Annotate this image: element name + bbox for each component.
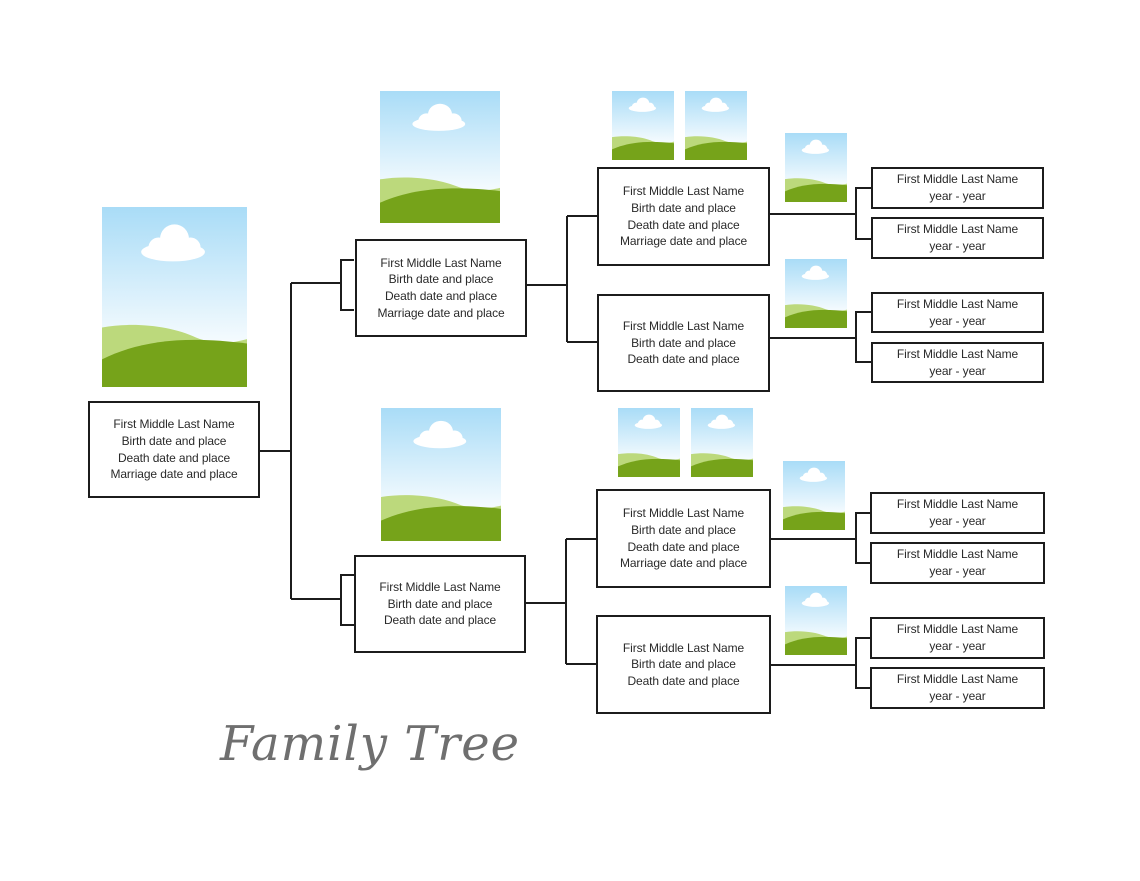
great-grandparent-years: year - year (929, 564, 986, 578)
photo-placeholder-parent-1[interactable] (380, 91, 500, 223)
great-grandparent-name: First Middle Last Name (896, 622, 1019, 636)
great-grandparent-card-3[interactable]: First Middle Last Name year - year (871, 292, 1044, 333)
grandparent-birth: Birth date and place (631, 335, 736, 350)
landscape-photo-placeholder-icon (685, 91, 747, 160)
grandparent-card-1[interactable]: First Middle Last Name Birth date and pl… (597, 167, 770, 266)
grandparent-birth: Birth date and place (631, 522, 736, 537)
photo-placeholder-person[interactable] (102, 207, 247, 387)
person-name: First Middle Last Name (113, 417, 235, 432)
great-grandparent-card-2[interactable]: First Middle Last Name year - year (871, 217, 1044, 259)
landscape-photo-placeholder-icon (785, 259, 847, 328)
landscape-photo-placeholder-icon (785, 586, 847, 655)
grandparent-card-4[interactable]: First Middle Last Name Birth date and pl… (596, 615, 771, 714)
photo-placeholder-ggp-pair-4[interactable] (785, 586, 847, 655)
grandparent-death: Death date and place (627, 352, 740, 367)
great-grandparent-name: First Middle Last Name (896, 547, 1019, 561)
person-card[interactable]: First Middle Last Name Birth date and pl… (88, 401, 260, 498)
grandparent-death: Death date and place (627, 217, 740, 232)
great-grandparent-years: year - year (929, 689, 986, 703)
great-grandparent-years: year - year (929, 639, 986, 653)
landscape-photo-placeholder-icon (618, 408, 680, 477)
great-grandparent-name: First Middle Last Name (896, 497, 1019, 511)
landscape-photo-placeholder-icon (691, 408, 753, 477)
great-grandparent-name: First Middle Last Name (896, 172, 1019, 186)
great-grandparent-card-5[interactable]: First Middle Last Name year - year (870, 492, 1045, 534)
photo-placeholder-grandparent-1[interactable] (612, 91, 674, 160)
parent-birth: Birth date and place (387, 596, 493, 611)
photo-placeholder-ggp-pair-2[interactable] (785, 259, 847, 328)
grandparent-birth: Birth date and place (631, 657, 736, 672)
landscape-photo-placeholder-icon (380, 91, 500, 223)
person-birth: Birth date and place (121, 433, 227, 448)
photo-placeholder-parent-2[interactable] (381, 408, 501, 541)
parent-name: First Middle Last Name (379, 580, 501, 595)
grandparent-name: First Middle Last Name (622, 319, 745, 334)
grandparent-card-3[interactable]: First Middle Last Name Birth date and pl… (596, 489, 771, 588)
landscape-photo-placeholder-icon (381, 408, 501, 541)
grandparent-marriage: Marriage date and place (619, 556, 748, 571)
great-grandparent-name: First Middle Last Name (896, 296, 1019, 311)
photo-placeholder-grandparent-3-spouse[interactable] (691, 408, 753, 477)
great-grandparent-years: year - year (929, 363, 986, 378)
landscape-photo-placeholder-icon (783, 461, 845, 530)
parent-death: Death date and place (383, 613, 497, 628)
great-grandparent-card-7[interactable]: First Middle Last Name year - year (870, 617, 1045, 659)
parent-birth: Birth date and place (388, 272, 494, 287)
parent-death: Death date and place (384, 289, 498, 303)
great-grandparent-card-1[interactable]: First Middle Last Name year - year (871, 167, 1044, 209)
grandparent-name: First Middle Last Name (622, 184, 745, 199)
grandparent-card-2[interactable]: First Middle Last Name Birth date and pl… (597, 294, 770, 392)
grandparent-death: Death date and place (627, 539, 740, 554)
person-marriage: Marriage date and place (110, 467, 238, 482)
grandparent-marriage: Marriage date and place (619, 234, 748, 249)
family-tree-title: Family Tree (220, 716, 521, 772)
great-grandparent-years: year - year (929, 514, 986, 528)
parent-marriage: Marriage date and place (377, 305, 505, 320)
person-death: Death date and place (117, 450, 231, 465)
great-grandparent-card-6[interactable]: First Middle Last Name year - year (870, 542, 1045, 584)
great-grandparent-card-8[interactable]: First Middle Last Name year - year (870, 667, 1045, 709)
great-grandparent-years: year - year (929, 239, 986, 253)
landscape-photo-placeholder-icon (102, 207, 247, 387)
parent-card-1[interactable]: First Middle Last Name Birth date and pl… (355, 239, 527, 337)
photo-placeholder-grandparent-1-spouse[interactable] (685, 91, 747, 160)
landscape-photo-placeholder-icon (785, 133, 847, 202)
great-grandparent-name: First Middle Last Name (896, 222, 1019, 236)
landscape-photo-placeholder-icon (612, 91, 674, 160)
parent-name: First Middle Last Name (380, 255, 502, 270)
grandparent-name: First Middle Last Name (622, 640, 745, 655)
photo-placeholder-ggp-pair-3[interactable] (783, 461, 845, 530)
grandparent-name: First Middle Last Name (622, 506, 745, 521)
photo-placeholder-grandparent-3[interactable] (618, 408, 680, 477)
great-grandparent-name: First Middle Last Name (896, 672, 1019, 686)
great-grandparent-years: year - year (929, 189, 986, 203)
photo-placeholder-ggp-pair-1[interactable] (785, 133, 847, 202)
grandparent-birth: Birth date and place (631, 200, 736, 215)
great-grandparent-name: First Middle Last Name (896, 346, 1019, 361)
parent-card-2[interactable]: First Middle Last Name Birth date and pl… (354, 555, 526, 653)
grandparent-death: Death date and place (627, 673, 740, 688)
great-grandparent-card-4[interactable]: First Middle Last Name year - year (871, 342, 1044, 383)
great-grandparent-years: year - year (929, 313, 986, 328)
